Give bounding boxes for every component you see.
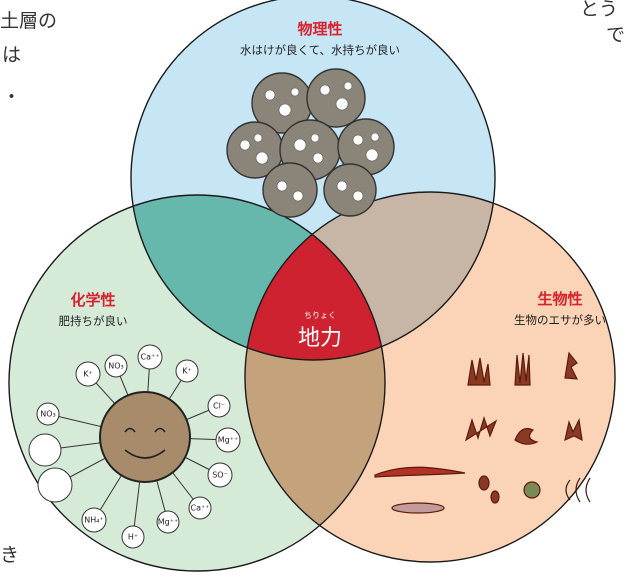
soil-colloid-illustration: NO₃ Ca⁺⁺ K⁺ K⁺ Cl⁻ Mg⁺⁺ SO⁻ Ca⁺⁺ Mg⁺⁺ H⁺…: [28, 344, 241, 549]
ion-label: Ca⁺⁺: [191, 504, 210, 513]
ion-label: Mg⁺⁺: [218, 436, 238, 445]
physical-subtitle: 水はけが良くて、水持ちが良い: [240, 43, 400, 57]
soil-organisms-illustration: [374, 351, 591, 514]
biological-title: 生物性: [537, 290, 582, 308]
ion-label: NO₃: [40, 410, 56, 419]
soil-aggregate-illustration: [226, 68, 395, 218]
ion-label: SO⁻: [212, 471, 228, 480]
ion-label: Ca⁺⁺: [141, 353, 160, 362]
ion-label: NO₃: [108, 362, 124, 371]
biological-subtitle: 生物のエサが多い: [514, 313, 606, 327]
chemical-title: 化学性: [70, 291, 115, 309]
ion-label: K⁺: [83, 370, 92, 379]
text-fragment-left-1: 土層の: [0, 10, 58, 32]
text-fragment-right-1: とう: [580, 0, 619, 20]
text-fragment-left-3: ・: [2, 86, 22, 108]
physical-title: 物理性: [297, 20, 342, 38]
chemical-subtitle: 肥持ちが良い: [59, 314, 128, 328]
ion-label: H⁺: [128, 533, 138, 542]
text-fragment-left-2: は: [2, 44, 22, 66]
ion-label: K⁺: [182, 367, 191, 376]
text-fragment-right-2: で: [606, 24, 626, 46]
text-fragment-left-4: き: [0, 544, 20, 566]
center-overlap: [245, 195, 385, 360]
center-label: 地力: [298, 326, 342, 351]
ion-label: NH₄⁺: [84, 516, 103, 525]
ion-label: Mg⁺⁺: [158, 518, 178, 527]
center-ruby: ちりょく: [304, 311, 336, 320]
ion-label: Cl⁻: [213, 402, 225, 411]
